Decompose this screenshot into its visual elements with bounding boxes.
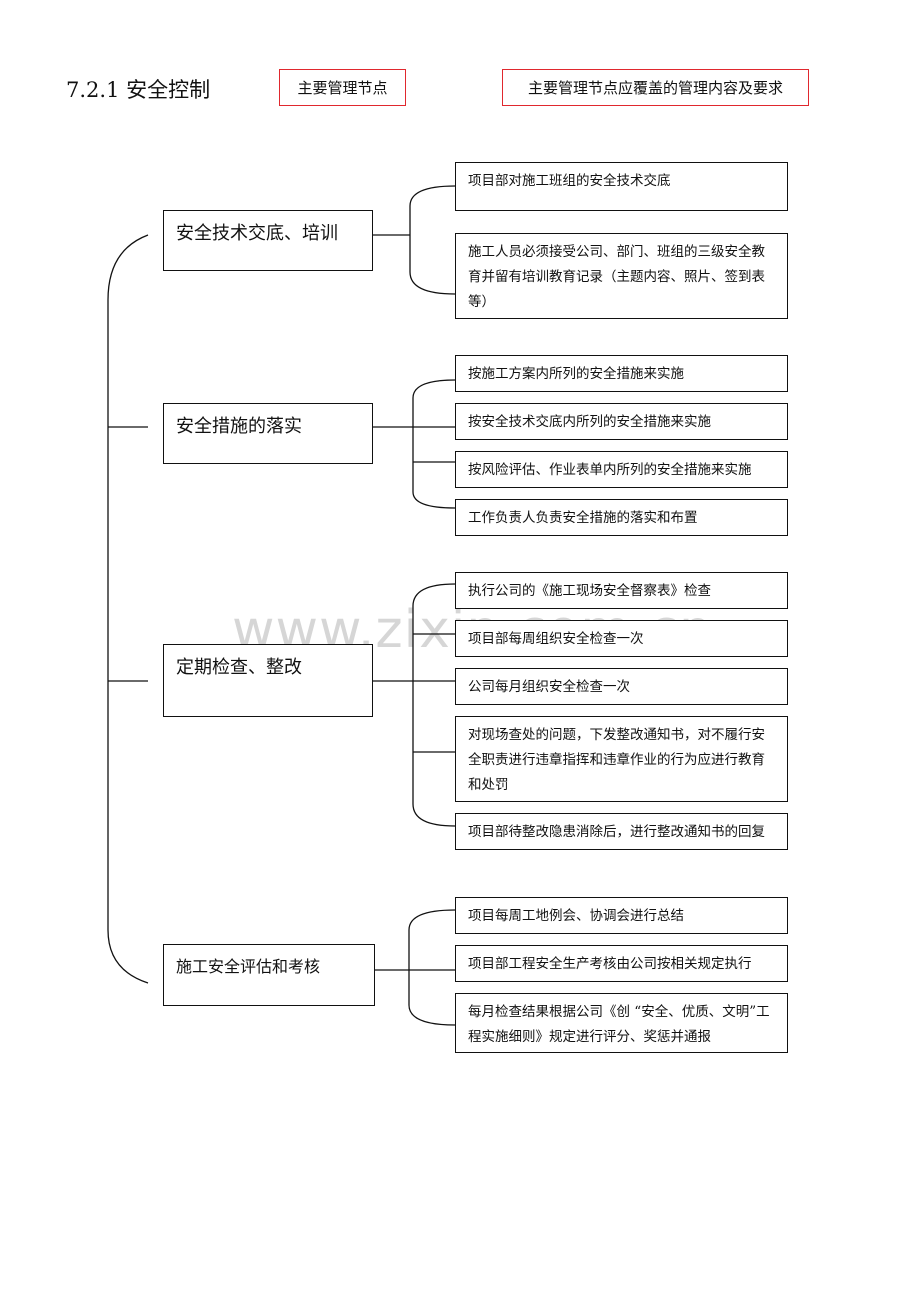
category-box-2: 安全措施的落实 xyxy=(163,403,373,464)
item-box: 每月检查结果根据公司《创 “安全、优质、文明”工程实施细则》规定进行评分、奖惩并… xyxy=(455,993,788,1053)
item-box: 执行公司的《施工现场安全督察表》检查 xyxy=(455,572,788,609)
item-box: 项目部对施工班组的安全技术交底 xyxy=(455,162,788,211)
legend-content-box: 主要管理节点应覆盖的管理内容及要求 xyxy=(502,69,809,106)
item-box: 工作负责人负责安全措施的落实和布置 xyxy=(455,499,788,536)
cat4-bracket xyxy=(408,909,456,1026)
item-box: 按安全技术交底内所列的安全措施来实施 xyxy=(455,403,788,440)
item-box: 项目部每周组织安全检查一次 xyxy=(455,620,788,657)
item-box: 项目部工程安全生产考核由公司按相关规定执行 xyxy=(455,945,788,982)
section-title: 7.2.1 安全控制 xyxy=(66,78,211,102)
category-box-1: 安全技术交底、培训 xyxy=(163,210,373,271)
item-box: 项目每周工地例会、协调会进行总结 xyxy=(455,897,788,934)
legend-node-box: 主要管理节点 xyxy=(279,69,406,106)
category-box-3: 定期检查、整改 xyxy=(163,644,373,717)
cat1-bracket xyxy=(409,185,456,295)
cat2-bracket xyxy=(412,379,456,509)
item-box: 公司每月组织安全检查一次 xyxy=(455,668,788,705)
main-bracket xyxy=(107,234,149,984)
item-box: 对现场查处的问题，下发整改通知书，对不履行安全职责进行违章指挥和违章作业的行为应… xyxy=(455,716,788,802)
cat3-bracket xyxy=(412,583,456,827)
category-box-4: 施工安全评估和考核 xyxy=(163,944,375,1006)
item-box: 项目部待整改隐患消除后，进行整改通知书的回复 xyxy=(455,813,788,850)
item-box: 施工人员必须接受公司、部门、班组的三级安全教育并留有培训教育记录（主题内容、照片… xyxy=(455,233,788,319)
item-box: 按风险评估、作业表单内所列的安全措施来实施 xyxy=(455,451,788,488)
item-box: 按施工方案内所列的安全措施来实施 xyxy=(455,355,788,392)
